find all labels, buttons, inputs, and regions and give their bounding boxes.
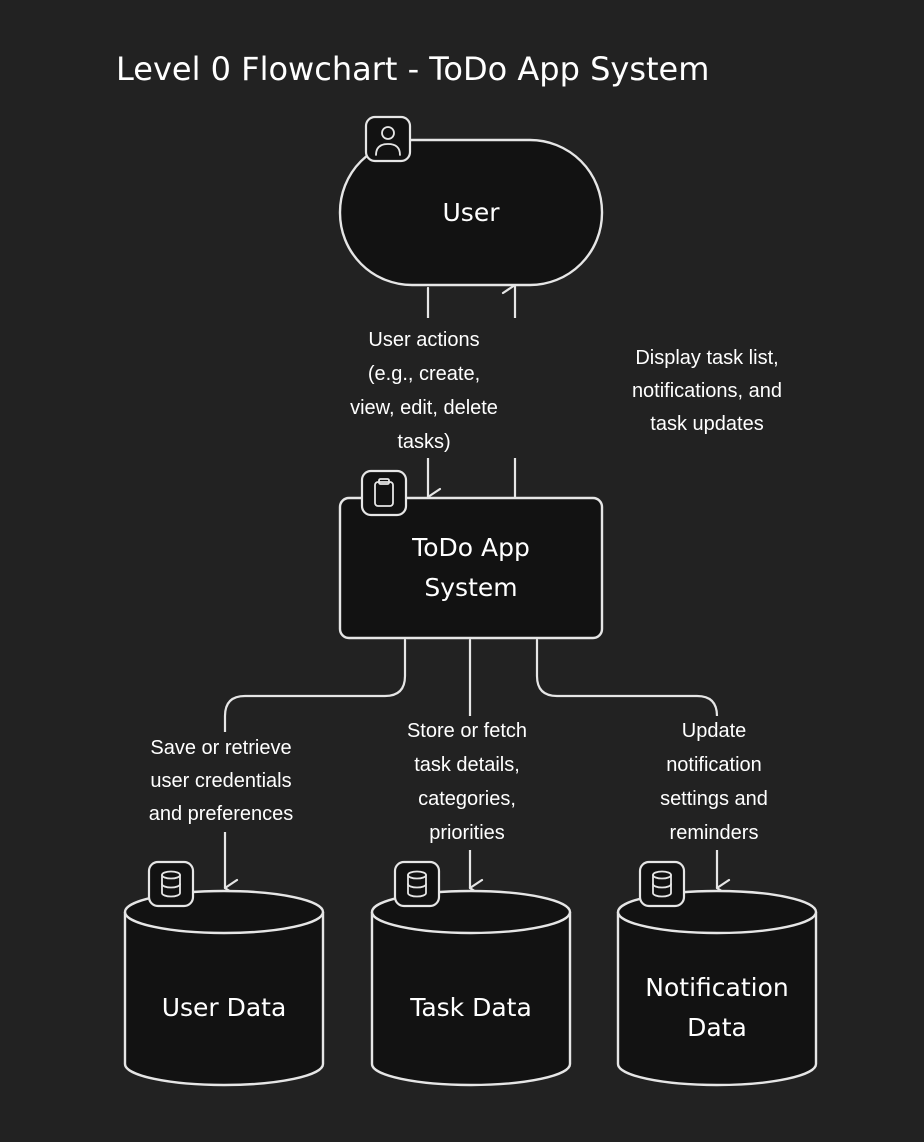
edge-label-line: view, edit, delete <box>350 397 498 419</box>
edge-label-update-notif: Update notification settings and reminde… <box>640 716 790 850</box>
edge-label-save-user: Save or retrieve user credentials and pr… <box>128 732 314 832</box>
edge-label-line: Save or retrieve <box>150 737 291 759</box>
node-user-label: User <box>443 198 501 227</box>
edge-label-user-actions: User actions (e.g., create, view, edit, … <box>330 318 522 458</box>
edge-label-line: notifications, and <box>632 380 782 402</box>
page-title: Level 0 Flowchart - ToDo App System <box>116 50 709 88</box>
node-notification-data-label-line: Data <box>687 1013 747 1042</box>
node-user-data[interactable]: User Data <box>123 860 325 1087</box>
edge-label-line: (e.g., create, <box>368 363 480 385</box>
edge-save-user <box>223 638 407 898</box>
edge-label-line: and preferences <box>149 803 294 825</box>
node-notification-data[interactable]: Notification Data <box>616 860 818 1087</box>
edge-label-line: notification <box>666 754 762 776</box>
edge-label-line: User actions <box>368 329 479 351</box>
node-todo-app-system[interactable]: ToDo App System <box>338 469 604 640</box>
node-user[interactable]: User <box>338 115 604 287</box>
edge-update-notif <box>535 638 731 898</box>
edge-label-line: task updates <box>650 413 763 435</box>
database-icon <box>638 860 686 908</box>
node-notification-data-label-line: Notification <box>645 973 788 1002</box>
edge-label-store-task: Store or fetch task details, categories,… <box>386 716 546 850</box>
clipboard-icon <box>360 469 408 517</box>
database-icon <box>147 860 195 908</box>
node-system-label-line: ToDo App <box>411 533 530 562</box>
edge-label-line: user credentials <box>150 770 291 792</box>
edge-label-line: tasks) <box>397 431 450 453</box>
edge-label-line: settings and <box>660 788 768 810</box>
node-task-data[interactable]: Task Data <box>370 860 572 1087</box>
node-task-data-label: Task Data <box>409 993 532 1022</box>
edge-label-line: Store or fetch <box>407 720 527 742</box>
edge-label-line: Display task list, <box>635 347 778 369</box>
edge-label-line: reminders <box>670 822 759 844</box>
edge-label-line: Update <box>682 720 747 742</box>
edge-label-line: task details, <box>414 754 520 776</box>
database-icon <box>393 860 441 908</box>
node-system-label-line: System <box>424 573 517 602</box>
edge-label-line: categories, <box>418 788 516 810</box>
edge-label-display: Display task list, notifications, and ta… <box>632 347 782 435</box>
node-user-data-label: User Data <box>162 993 287 1022</box>
edge-label-line: priorities <box>429 822 505 844</box>
user-icon <box>364 115 412 163</box>
